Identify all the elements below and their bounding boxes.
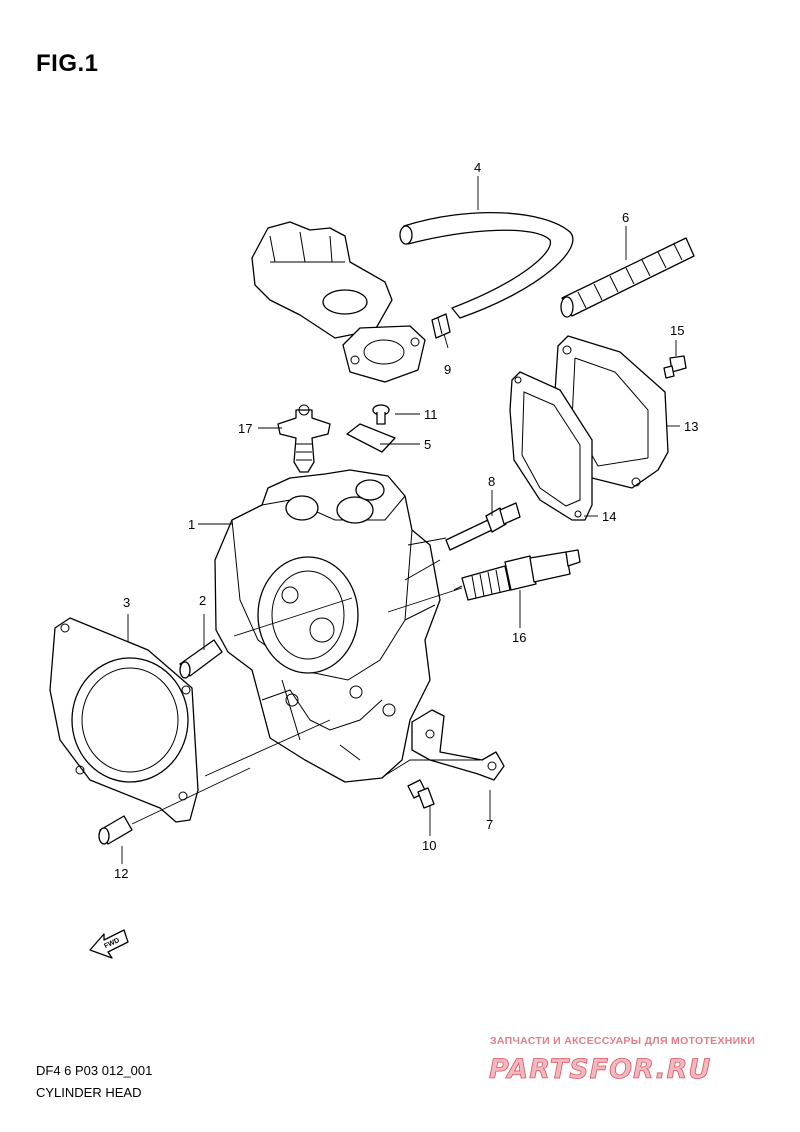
callout-6: 6 (622, 210, 629, 225)
callout-12: 12 (114, 866, 128, 881)
callout-8: 8 (488, 474, 495, 489)
part-12-dowel (98, 815, 133, 845)
diagram-caption: CYLINDER HEAD (36, 1085, 142, 1100)
part-4-hose (399, 211, 574, 319)
part-14-gasket (509, 371, 593, 521)
diagram-code: DF4 6 P03 012_001 (36, 1063, 153, 1078)
figure-title: FIG.1 (36, 50, 99, 77)
part-17-thermostat (277, 404, 331, 473)
callout-5: 5 (424, 437, 431, 452)
part-3-head-gasket (49, 617, 199, 823)
thermostat-cover (251, 221, 426, 383)
callout-9: 9 (444, 362, 451, 377)
callout-4: 4 (474, 160, 481, 175)
leader-lines (121, 176, 680, 864)
callout-3: 3 (123, 595, 130, 610)
part-15-bolt (663, 355, 687, 379)
part-9-clip (431, 313, 451, 339)
callout-15: 15 (670, 323, 684, 338)
callout-7: 7 (486, 817, 493, 832)
callout-13: 13 (684, 419, 698, 434)
part-10-bolt (407, 779, 435, 809)
callout-2: 2 (199, 593, 206, 608)
watermark-tagline: ЗАПЧАСТИ И АКСЕССУАРЫ ДЛЯ МОТОТЕХНИКИ (490, 1035, 756, 1047)
part-11-screw (372, 404, 390, 425)
part-5-plate (346, 423, 396, 453)
svg-text:PARTSFOR.RU: PARTSFOR.RU (489, 1054, 711, 1085)
part-16-spark-plug (453, 549, 581, 601)
assembly-lines (131, 537, 480, 825)
watermark-logo: PARTSFOR.RU (489, 1054, 711, 1086)
fwd-arrow-icon: FWD (89, 929, 129, 959)
callout-17: 17 (238, 421, 252, 436)
callout-1: 1 (188, 517, 195, 532)
callout-10: 10 (422, 838, 436, 853)
part-2-dowel-pin (179, 639, 223, 679)
part-8-stud-bolt (445, 502, 521, 551)
part-6-spring (560, 237, 695, 318)
callout-16: 16 (512, 630, 526, 645)
part-1-cylinder-head (214, 469, 441, 783)
callout-14: 14 (602, 509, 616, 524)
callout-11: 11 (424, 407, 438, 422)
part-7-bracket (411, 709, 505, 781)
